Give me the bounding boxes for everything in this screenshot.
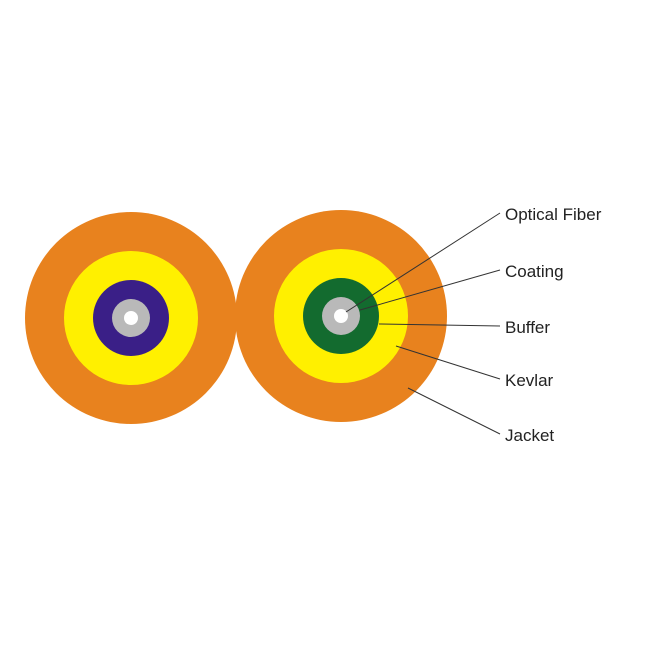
label-coating: Coating bbox=[505, 262, 564, 281]
leader-line-optical-fiber bbox=[345, 212, 501, 313]
leader-line-jacket bbox=[407, 387, 501, 435]
leader-line-kevlar bbox=[395, 345, 501, 380]
label-jacket: Jacket bbox=[505, 426, 554, 445]
left-optical-fiber bbox=[124, 311, 138, 325]
left-cable-cross-section bbox=[25, 212, 237, 424]
label-kevlar: Kevlar bbox=[505, 371, 554, 390]
label-optical-fiber: Optical Fiber bbox=[505, 205, 602, 224]
right-optical-fiber bbox=[334, 309, 348, 323]
leader-line-coating bbox=[359, 269, 501, 311]
leader-lines bbox=[345, 212, 501, 435]
callout-labels: Optical Fiber Coating Buffer Kevlar Jack… bbox=[505, 205, 602, 445]
right-cable-cross-section bbox=[235, 210, 447, 422]
leader-line-buffer bbox=[378, 323, 501, 327]
label-buffer: Buffer bbox=[505, 318, 550, 337]
